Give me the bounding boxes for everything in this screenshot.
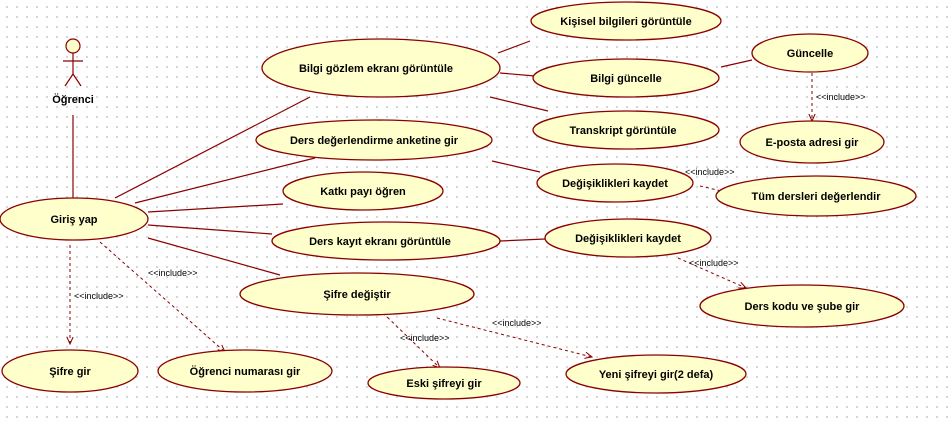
use-case-label: Kişisel bilgileri görüntüle [560, 16, 691, 28]
use-case-bilgi-guncelle[interactable]: Bilgi güncelle [532, 58, 720, 98]
use-case-label: Öğrenci numarası gir [190, 365, 301, 378]
assoc-giris-sifre-degistir [147, 237, 281, 276]
use-case-degisiklikler-2[interactable]: Değişiklikleri kaydet [544, 218, 712, 258]
assoc-giris-katki [147, 203, 284, 213]
assoc-giris-ders-kayit [147, 224, 273, 235]
include-giris-ogrenci-no [99, 241, 225, 352]
assoc-bilgi-guncelle-guncelle [720, 59, 753, 68]
include-label-7: <<include>> [492, 318, 542, 328]
use-case-label: Eski şifreyi gir [406, 378, 482, 390]
use-case-eposta[interactable]: E-posta adresi gir [739, 120, 885, 164]
include-label-1: <<include>> [816, 92, 866, 102]
use-case-label: Yeni şifreyi gir(2 defa) [599, 369, 714, 381]
use-case-sifre-gir[interactable]: Şifre gir [1, 349, 139, 393]
assoc-gozlem-transkript [489, 96, 549, 112]
use-case-ders-kodu[interactable]: Ders kodu ve şube gir [699, 284, 905, 328]
use-case-label: Bilgi güncelle [590, 73, 662, 85]
use-case-label: Ders kayıt ekranı görüntüle [309, 236, 451, 248]
include-label-4: <<include>> [74, 291, 124, 301]
include-label-2: <<include>> [685, 167, 735, 177]
use-case-tum-dersler[interactable]: Tüm dersleri değerlendir [715, 175, 917, 217]
actor-ogrenci[interactable]: Öğrenci [52, 38, 94, 106]
assoc-gozlem-kisisel [497, 40, 531, 54]
use-case-label: Değişiklikleri kaydet [562, 178, 668, 190]
use-case-label: Güncelle [787, 48, 833, 60]
assoc-giris-ders-anket [134, 157, 316, 204]
assoc-kayit-degisik [499, 238, 546, 242]
use-case-katki[interactable]: Katkı payı öğren [282, 171, 444, 211]
include-sifre-eski [382, 312, 440, 368]
use-case-sifre-degistir[interactable]: Şifre değiştir [239, 272, 475, 316]
assoc-giris-bilgi-gozlem [114, 96, 311, 199]
use-case-label: Değişiklikleri kaydet [575, 233, 681, 245]
assoc-anket-degisik [491, 160, 541, 173]
include-label-6: <<include>> [400, 333, 450, 343]
associations [72, 40, 753, 276]
use-case-ders-anket[interactable]: Ders değerlendirme anketine gir [255, 119, 493, 161]
actor-label: Öğrenci [52, 93, 94, 106]
include-dependencies: <<include>> <<include>> <<include>> <<in… [70, 73, 866, 368]
include-label-3: <<include>> [689, 258, 739, 268]
use-case-label: Tüm dersleri değerlendir [752, 191, 882, 203]
use-case-label: Ders değerlendirme anketine gir [290, 135, 459, 147]
use-case-label: Şifre gir [49, 366, 91, 378]
use-case-ders-kayit[interactable]: Ders kayıt ekranı görüntüle [271, 221, 501, 261]
use-case-label: Transkript görüntüle [570, 125, 677, 137]
use-case-label: Giriş yap [50, 214, 97, 226]
actor-left-leg [64, 73, 74, 87]
include-degisik-ders-kodu [677, 257, 746, 288]
actor-head [65, 38, 81, 54]
include-label-5: <<include>> [148, 268, 198, 278]
use-case-kisisel[interactable]: Kişisel bilgileri görüntüle [530, 1, 722, 41]
use-case-eski-sifre[interactable]: Eski şifreyi gir [367, 366, 521, 400]
use-case-yeni-sifre[interactable]: Yeni şifreyi gir(2 defa) [565, 354, 747, 394]
include-sifre-yeni [436, 317, 592, 357]
actor-right-leg [72, 73, 82, 87]
assoc-gozlem-guncelle [499, 72, 536, 77]
use-case-degisiklikler-1[interactable]: Değişiklikleri kaydet [536, 163, 694, 203]
use-case-label: Şifre değiştir [323, 289, 391, 301]
use-case-transkript[interactable]: Transkript görüntüle [532, 110, 720, 150]
use-case-bilgi-gozlem[interactable]: Bilgi gözlem ekranı görüntüle [261, 38, 501, 98]
use-case-label: Katkı payı öğren [320, 186, 406, 198]
use-case-guncelle[interactable]: Güncelle [751, 33, 869, 73]
use-case-label: Ders kodu ve şube gir [745, 301, 861, 313]
use-case-label: Bilgi gözlem ekranı görüntüle [299, 63, 453, 75]
use-case-giris[interactable]: Giriş yap [0, 197, 149, 241]
use-case-ogrenci-no[interactable]: Öğrenci numarası gir [157, 349, 333, 393]
use-case-label: E-posta adresi gir [766, 137, 860, 149]
